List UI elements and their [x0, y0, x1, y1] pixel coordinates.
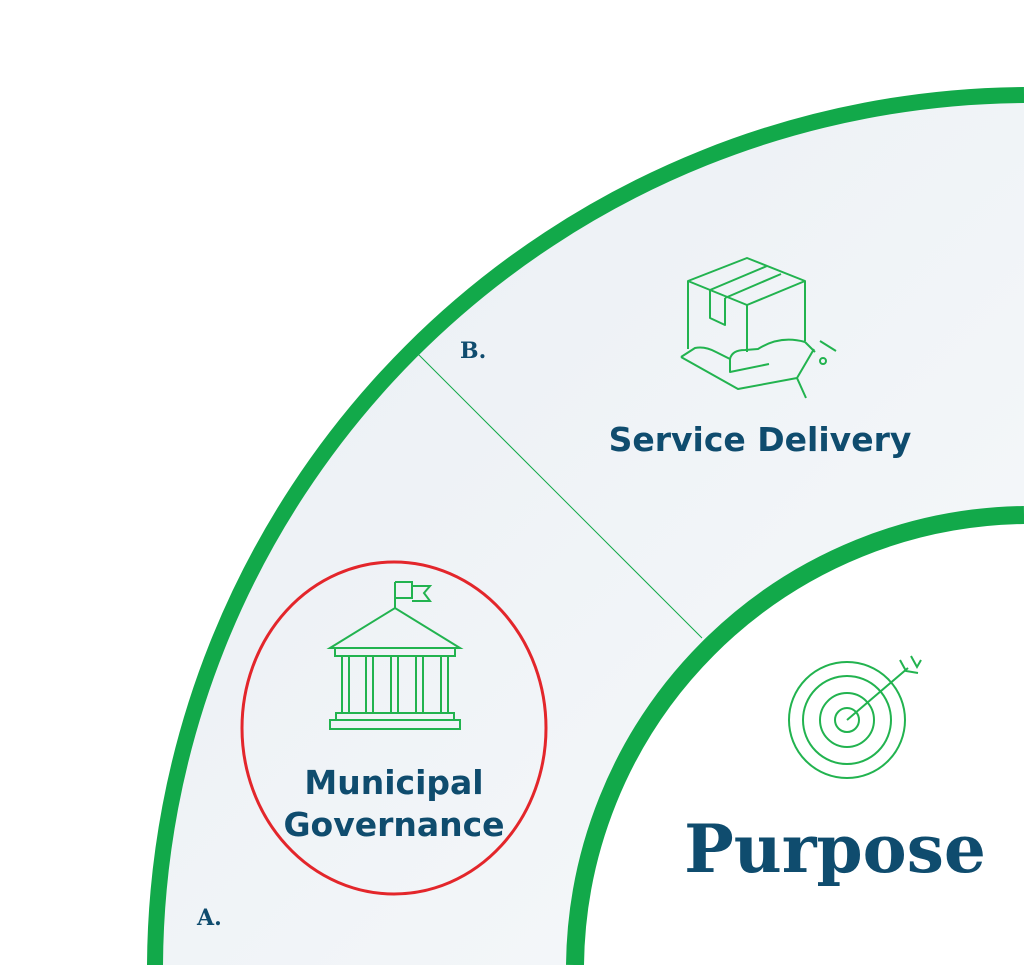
outer-ring: [147, 87, 1024, 965]
segment-divider: [417, 353, 703, 639]
segment-a-title: Municipal Governance: [280, 762, 508, 846]
segment-a-letter: A.: [197, 905, 222, 931]
segment-b-letter: B.: [460, 338, 487, 364]
package-in-hand-icon: [680, 257, 837, 399]
segment-b-title: Service Delivery: [608, 420, 912, 459]
segment-a-title-line1: Municipal: [304, 763, 484, 802]
inner-ring: [566, 506, 1024, 965]
segment-a-title-line2: Governance: [283, 805, 505, 844]
highlight-circle: [240, 560, 548, 896]
target-arrow-icon: [788, 655, 922, 779]
inner-core: [575, 515, 1024, 965]
government-building-icon: [326, 581, 464, 730]
center-title: Purpose: [684, 810, 986, 888]
